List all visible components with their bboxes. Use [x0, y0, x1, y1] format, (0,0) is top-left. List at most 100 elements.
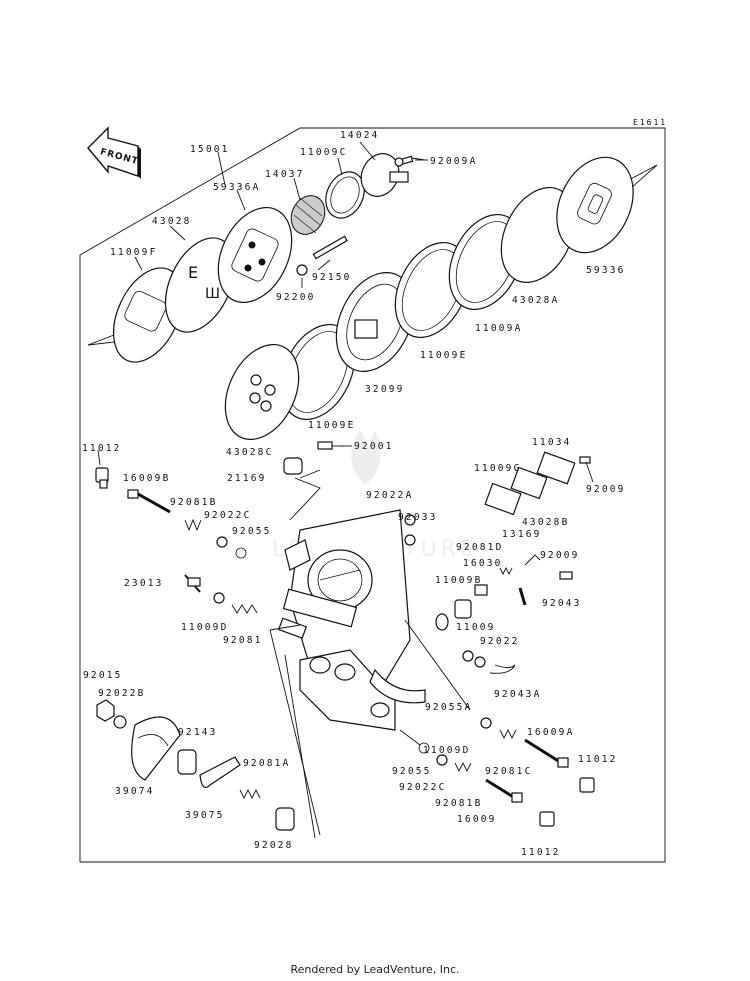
callout-labels: 15001 14024 11009C 92009A 14037 59336A 4…: [82, 130, 626, 858]
callout-92081: 92081: [223, 635, 263, 646]
bolt-92150: [312, 235, 348, 260]
oring-92055: [235, 547, 247, 559]
spring-92081a: [239, 788, 261, 800]
callout-92055a: 92055A: [425, 702, 473, 713]
cover-59336a: [217, 206, 293, 304]
front-arrow-icon: FRONT: [87, 126, 141, 179]
callout-11009d: 11009D: [181, 622, 229, 633]
callout-39074: 39074: [115, 786, 155, 797]
ring-92022: [474, 656, 486, 668]
callout-92081b: 92081B: [170, 497, 218, 508]
callout-16009a: 16009A: [527, 727, 575, 738]
callout-92009-right: 92009: [540, 550, 580, 561]
screw-92001: [317, 441, 345, 450]
screw-16009: [485, 778, 523, 803]
callout-23013: 23013: [124, 578, 164, 589]
ring-92022a: [404, 514, 416, 526]
screw-16009a: [524, 738, 569, 768]
callout-43028b: 43028B: [522, 517, 570, 528]
spring-92081b: [184, 518, 202, 532]
lever-39075: [199, 756, 241, 788]
callout-11034: 11034: [532, 437, 572, 448]
oring-92055-lower: [418, 742, 430, 754]
washer-11009: [462, 650, 474, 662]
link-13169: [524, 554, 541, 566]
leader-21169: [289, 477, 321, 521]
callout-11012-right: 11012: [578, 754, 618, 765]
oring-92055a: [480, 717, 492, 729]
callout-15001: 15001: [190, 144, 230, 155]
clip-11012-left-tab: [99, 479, 108, 489]
screw-16009b: [127, 489, 171, 514]
footer-credit: Rendered by LeadVenture, Inc.: [290, 963, 460, 976]
leader-bottom: [399, 729, 421, 746]
callout-11009a: 11009A: [475, 323, 523, 334]
callout-11009f: 11009F: [110, 247, 158, 258]
carburetor-body: [277, 509, 426, 731]
callout-92028: 92028: [254, 840, 294, 851]
screen-14037: [290, 195, 326, 235]
callout-92033: 92033: [398, 512, 438, 523]
callout-92001: 92001: [354, 441, 394, 452]
callout-92009-top: 92009: [586, 484, 626, 495]
callout-16009: 16009: [457, 814, 497, 825]
callout-92143: 92143: [178, 727, 218, 738]
frame-outline: [79, 127, 666, 863]
ring-92022c: [216, 536, 228, 548]
callout-92043a: 92043A: [494, 689, 542, 700]
spring-92081b-lower: [454, 761, 472, 773]
jet-16030: [474, 584, 488, 596]
callout-92081c: 92081C: [485, 766, 533, 777]
clip-11012-bottom: [539, 811, 555, 827]
callout-92043: 92043: [542, 598, 582, 609]
cap-14024: [360, 153, 409, 197]
leader-lever-b: [284, 654, 316, 839]
callout-43028: 43028: [152, 216, 192, 227]
washer-11009b: [435, 613, 449, 631]
diaphragm-43028a: [500, 186, 576, 284]
plate-11034: [536, 451, 576, 485]
callout-14037: 14037: [265, 169, 305, 180]
plate-43028b: [510, 466, 548, 500]
callout-92200: 92200: [276, 292, 316, 303]
washer-11009d-right: [436, 754, 448, 766]
callout-16030: 16030: [463, 558, 503, 569]
diaphragm-43028c: [224, 343, 300, 441]
callout-11009: 11009: [456, 622, 496, 633]
callout-92015: 92015: [83, 670, 123, 681]
callout-92055: 92055: [232, 526, 272, 537]
callout-13169: 13169: [502, 529, 542, 540]
callout-14024: 14024: [340, 130, 380, 141]
svg-text:Е: Е: [188, 263, 198, 282]
leader-lever-a: [269, 629, 321, 836]
callout-92022b: 92022B: [98, 688, 146, 699]
lever-39074: [131, 716, 181, 781]
gasket-11009g: [484, 482, 522, 516]
callout-21169: 21169: [227, 473, 267, 484]
callout-11009e-upper: 11009E: [420, 350, 468, 361]
clip-11012-right: [579, 777, 595, 793]
leader-right: [404, 619, 471, 711]
spring-92081: [231, 604, 258, 614]
fitting-21169: [283, 457, 303, 475]
leader-lines: [97, 141, 594, 483]
callout-11009g: 11009G: [474, 463, 522, 474]
callout-43028c: 43028C: [226, 447, 274, 458]
screw-92009-right: [559, 571, 573, 580]
callout-92055-lower: 92055: [392, 766, 432, 777]
spring-92081c: [499, 728, 517, 740]
svg-text:Ш: Ш: [205, 286, 220, 302]
callout-92009a: 92009A: [430, 156, 478, 167]
callout-92081b-lower: 92081B: [435, 798, 483, 809]
callout-11012-left: 11012: [82, 443, 122, 454]
washer-92200: [296, 264, 308, 276]
callout-32099: 32099: [365, 384, 405, 395]
washer-92033: [404, 534, 416, 546]
callout-92081d: 92081D: [456, 542, 504, 553]
pin-92043: [518, 587, 527, 606]
screw-92009a: [394, 155, 426, 167]
pin-23013: [184, 574, 201, 593]
washer-11009d: [213, 592, 225, 604]
diagram-code: E1611: [633, 118, 667, 127]
